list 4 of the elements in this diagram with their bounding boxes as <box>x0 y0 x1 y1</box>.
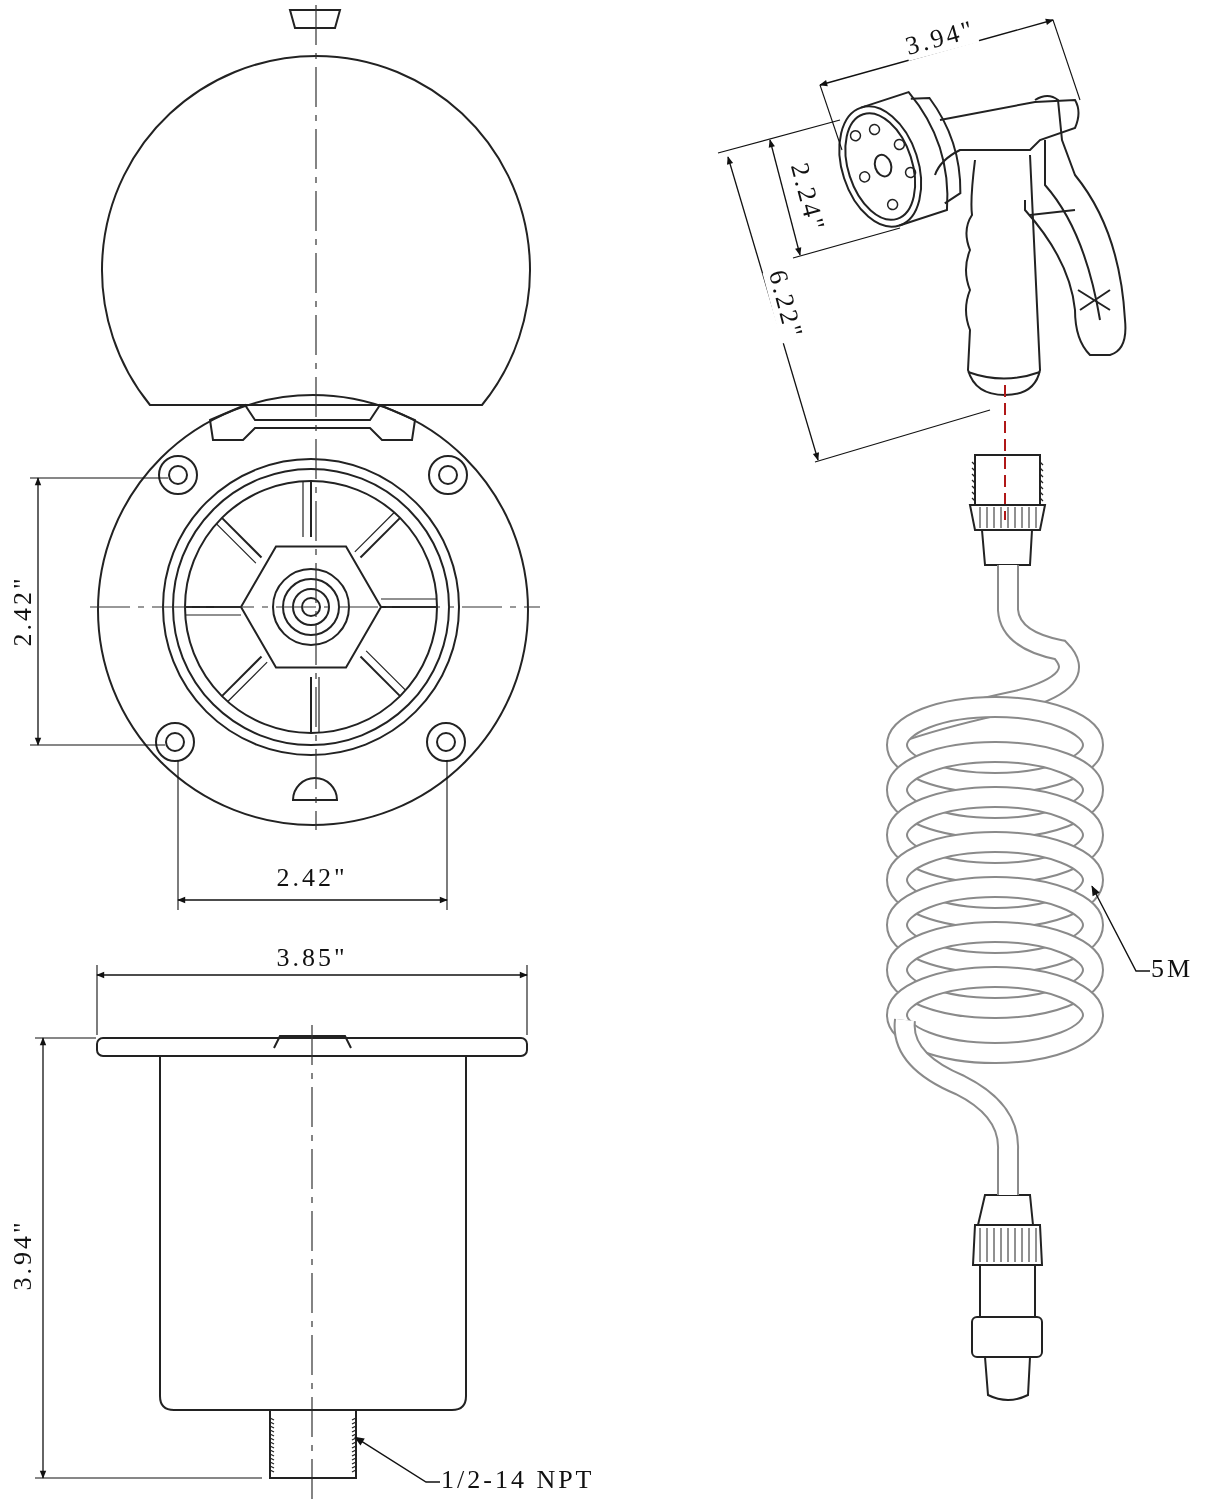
leader-line <box>1091 885 1151 972</box>
leader-line <box>354 1436 441 1483</box>
threaded-fitting-drawing <box>269 1409 357 1479</box>
coiled-hose-drawing <box>886 565 1104 1195</box>
